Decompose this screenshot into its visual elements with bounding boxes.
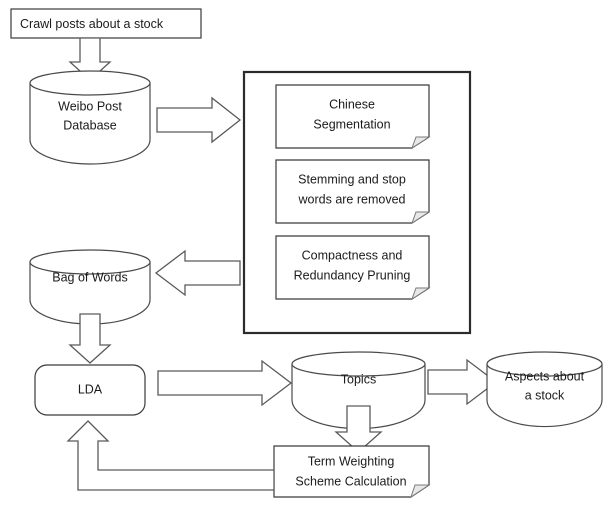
node-weibo-post-database-label-line2: Database xyxy=(63,118,117,132)
edge-preprocessing-to-bag-of-words xyxy=(154,249,241,297)
node-crawl-posts[interactable]: Crawl posts about a stock xyxy=(10,8,202,39)
edge-weibo-db-to-preprocessing xyxy=(156,96,242,144)
node-compactness-label-line2: Redundancy Pruning xyxy=(294,268,411,282)
node-term-weighting-label-line2: Scheme Calculation xyxy=(295,474,406,488)
node-weibo-post-database[interactable]: Weibo Post Database xyxy=(29,70,151,165)
node-lda[interactable]: LDA xyxy=(34,364,146,416)
node-term-weighting-scheme-calculation[interactable]: Term Weighting Scheme Calculation xyxy=(273,445,431,499)
node-bag-of-words[interactable]: Bag of Words xyxy=(29,249,151,325)
node-stemming-stopwords-label-line2: words are removed xyxy=(298,192,406,206)
node-chinese-segmentation-label-line1: Chinese xyxy=(329,97,375,111)
edge-topics-to-term-weighting xyxy=(334,405,383,453)
node-compactness-redundancy-pruning[interactable]: Compactness and Redundancy Pruning xyxy=(275,235,431,301)
node-chinese-segmentation[interactable]: Chinese Segmentation xyxy=(275,84,431,150)
node-stemming-stopwords-label-line1: Stemming and stop xyxy=(298,172,406,186)
node-stemming-stopwords[interactable]: Stemming and stop words are removed xyxy=(275,159,431,225)
edge-lda-to-topics xyxy=(157,359,293,407)
node-weibo-post-database-label-line1: Weibo Post xyxy=(58,99,122,113)
edge-term-weighting-to-lda-feedback xyxy=(66,420,275,491)
node-lda-label: LDA xyxy=(78,382,103,396)
edge-bag-of-words-to-lda xyxy=(68,313,112,364)
preprocessing-panel xyxy=(242,70,472,335)
node-topics[interactable]: Topics xyxy=(291,351,426,430)
node-term-weighting-label-line1: Term Weighting xyxy=(308,454,395,468)
node-aspects-about-stock[interactable]: Aspects about a stock xyxy=(486,351,603,428)
node-compactness-label-line1: Compactness and xyxy=(302,248,403,262)
node-aspects-label-line2: a stock xyxy=(525,388,565,402)
node-bag-of-words-label: Bag of Words xyxy=(52,270,128,284)
edge-topics-to-aspects xyxy=(427,358,498,406)
node-topics-label: Topics xyxy=(341,372,376,386)
node-aspects-label-line1: Aspects about xyxy=(505,369,585,383)
node-chinese-segmentation-label-line2: Segmentation xyxy=(313,117,390,131)
node-crawl-posts-label: Crawl posts about a stock xyxy=(20,17,164,31)
